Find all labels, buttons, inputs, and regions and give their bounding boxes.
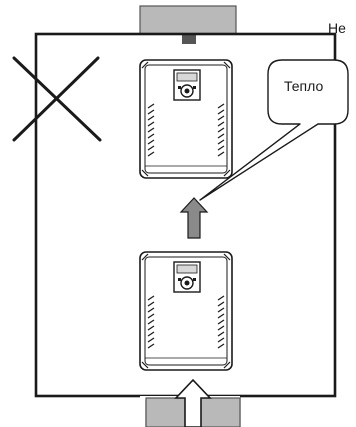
- heat-callout-label: Тепло: [284, 78, 324, 94]
- heat-arrow-icon: [179, 197, 209, 239]
- top-vent-duct: [139, 5, 237, 44]
- lower-inverter-icon: [139, 251, 233, 371]
- corner-note-text: Не: [328, 20, 346, 36]
- upper-inverter-icon: [139, 59, 233, 179]
- intake-arrow-icon: [174, 378, 212, 427]
- heat-callout-bubble: [199, 59, 349, 201]
- x-mark-icon: [12, 56, 102, 142]
